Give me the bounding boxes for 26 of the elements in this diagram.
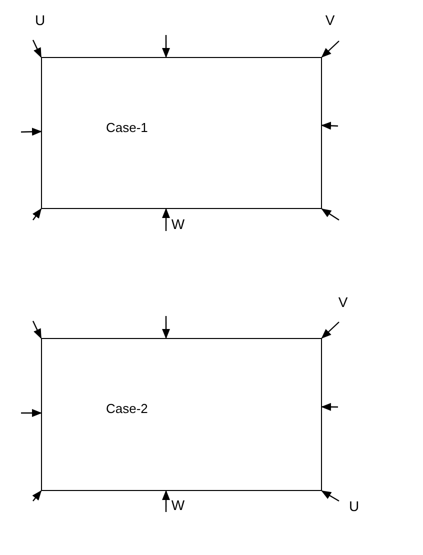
rectangle: [41, 338, 322, 491]
arrow: [32, 208, 42, 220]
arrow: [21, 408, 42, 417]
arrow: [162, 490, 170, 512]
case-label: Case-2: [106, 401, 148, 416]
arrow: [321, 122, 338, 130]
arrow: [20, 128, 42, 136]
arrow: [321, 402, 338, 411]
rectangle: [41, 57, 322, 209]
arrow: [32, 40, 42, 58]
edge-label: V: [337, 295, 349, 309]
edge-label: U: [34, 13, 46, 27]
arrow: [162, 35, 170, 58]
arrow: [321, 322, 340, 339]
arrow: [321, 490, 340, 502]
arrow: [32, 320, 42, 339]
edge-label: W: [170, 498, 186, 512]
arrow: [162, 208, 170, 231]
arrow: [162, 316, 170, 339]
edge-label: V: [324, 13, 336, 27]
arrow: [321, 40, 340, 58]
arrow: [32, 490, 42, 502]
case-label: Case-1: [106, 120, 148, 135]
edge-label: W: [170, 217, 186, 231]
edge-label: U: [348, 499, 360, 513]
arrow: [321, 208, 340, 220]
